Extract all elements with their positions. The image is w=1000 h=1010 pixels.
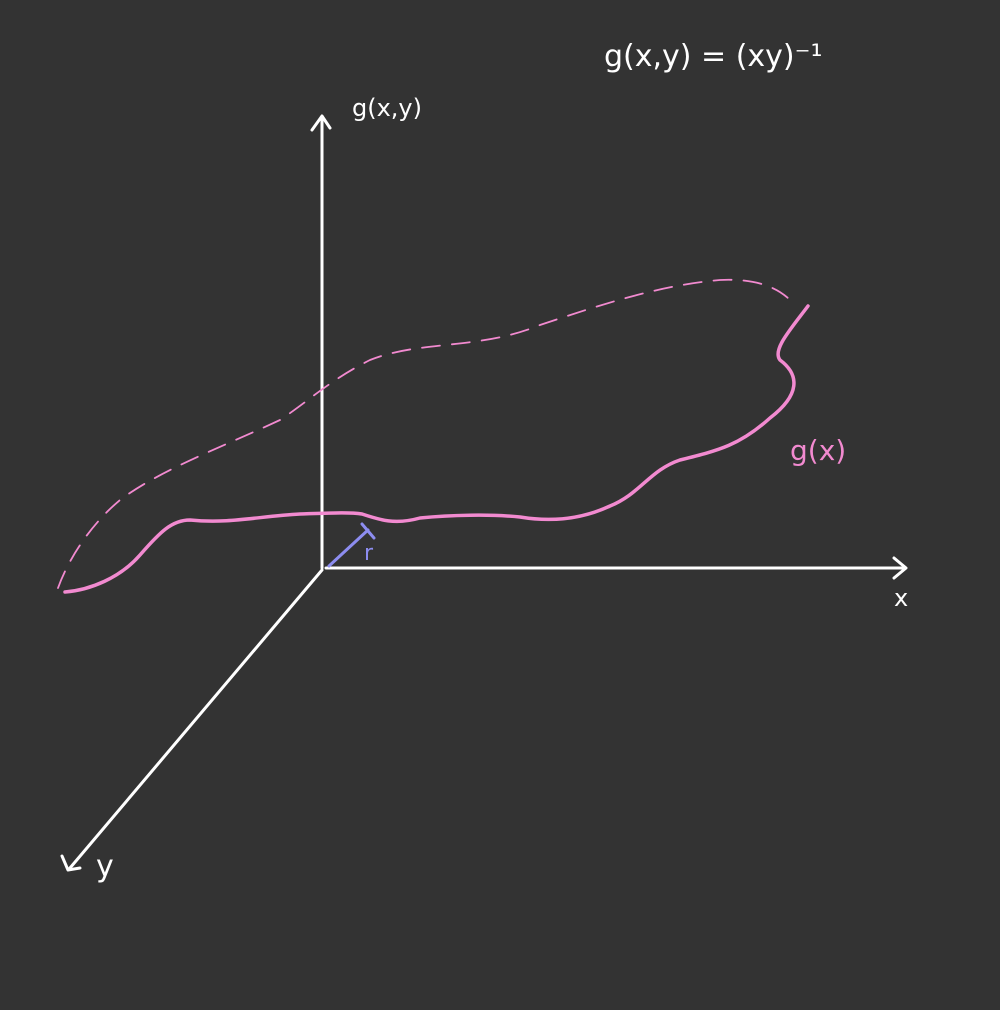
curve-label: g(x) [790,434,846,467]
axes [60,114,908,872]
g-x-curve [63,304,810,594]
r-marker-label: r [364,541,374,566]
dashed-back-curve [57,278,791,589]
r-marker: r [327,522,376,568]
x-axis-arrowhead [892,556,908,580]
x-axis-label: x [894,584,908,612]
r-marker-cap [360,522,376,540]
y-axis-label: y [96,849,114,884]
vertical-axis-label: g(x,y) [352,94,422,122]
vertical-axis-arrowhead [310,114,332,132]
formula-label: g(x,y) = (xy)⁻¹ [604,39,822,74]
y-axis [68,568,324,870]
y-axis-arrowhead [60,854,82,872]
r-marker-line [327,528,370,568]
